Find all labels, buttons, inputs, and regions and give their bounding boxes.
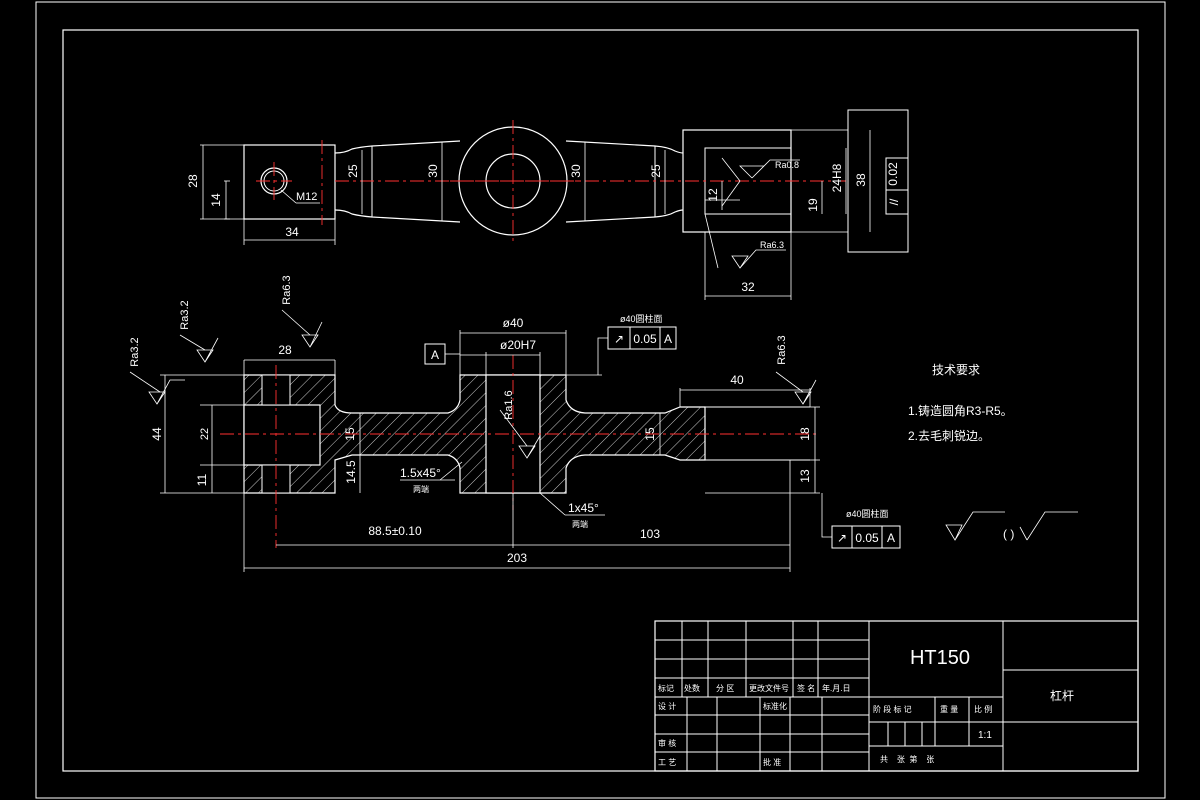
- tb-weight: 重 量: [940, 704, 958, 714]
- runout-symbol-top: ↗: [614, 332, 624, 346]
- roughness-ra6.3-top: Ra6.3: [760, 240, 784, 250]
- inner-frame: [62, 29, 1139, 772]
- dim-18: 18: [798, 427, 812, 441]
- tb-material: HT150: [910, 647, 970, 669]
- roughness-ra1.6: Ra1.6: [503, 390, 515, 419]
- section-view: 28 ø40 ø20H7 A ↗ 0.05 A ø40圆柱面 44 22 11: [129, 275, 901, 572]
- tb-part-name: 杠杆: [1050, 688, 1074, 703]
- dim-44: 44: [150, 427, 164, 441]
- dim-40-right: 40: [730, 373, 744, 387]
- chamfer-1.5: 1.5x45°: [400, 466, 441, 480]
- runout-label-bottom: ø40圆柱面: [846, 508, 889, 519]
- dim-d40: ø40: [503, 316, 524, 330]
- runout-datum-top: A: [664, 332, 672, 346]
- datum-a-label: A: [431, 348, 439, 362]
- notes-title: 技术要求: [932, 363, 980, 377]
- tb-check: 审 核: [658, 738, 676, 748]
- dim-24h8: 24H8: [830, 163, 844, 192]
- chamfer-note-1: 两端: [413, 484, 429, 494]
- parallel-tolerance-frame: [885, 157, 909, 215]
- dim-30-left: 30: [426, 164, 440, 178]
- tb-stage: 阶 段 标 记: [873, 704, 912, 714]
- tb-count: 处数: [684, 683, 700, 693]
- dim-15-right: 15: [643, 427, 657, 441]
- tb-date: 年.月.日: [822, 683, 850, 693]
- left-arm: [334, 140, 461, 223]
- dim-15-left: 15: [343, 427, 357, 441]
- roughness-ra0.8: Ra0.8: [775, 160, 799, 170]
- dim-28: 28: [186, 174, 200, 188]
- left-block: [243, 144, 336, 220]
- dim-25-right: 25: [649, 164, 663, 178]
- tb-change-doc: 更改文件号: [749, 683, 789, 693]
- dim-19: 19: [806, 198, 820, 212]
- note-1: 1.铸造圆角R3-R5。: [908, 403, 1013, 418]
- tb-sheets: 共 张 第 张: [880, 754, 934, 764]
- tb-standard: 标准化: [763, 701, 787, 711]
- outer-border: [35, 1, 1166, 799]
- tb-ratio: 比 例: [974, 704, 992, 714]
- other-surfaces-paren: ( ): [1003, 527, 1014, 541]
- title-block: 标记 处数 分 区 更改文件号 签 名 年.月.日 设 计 标准化 审 核 工 …: [654, 620, 1139, 772]
- dim-88.5: 88.5±0.10: [368, 524, 422, 538]
- chamfer-1: 1x45°: [568, 501, 599, 515]
- dim-203: 203: [507, 551, 527, 565]
- tb-signature: 签 名: [797, 683, 815, 693]
- runout-symbol-bottom: ↗: [837, 531, 847, 545]
- dim-34: 34: [285, 225, 299, 239]
- tb-design: 设 计: [658, 701, 676, 711]
- dim-13: 13: [798, 469, 812, 483]
- dim-d20h7: ø20H7: [500, 338, 536, 352]
- dim-25-left: 25: [346, 164, 360, 178]
- technical-requirements: 技术要求 1.铸造圆角R3-R5。 2.去毛刺锐边。 ( ): [908, 363, 1078, 541]
- roughness-ra3.2-top: Ra3.2: [179, 300, 191, 329]
- parallel-value: 0.02: [886, 162, 900, 186]
- roughness-ra3.2-left: Ra3.2: [129, 337, 141, 366]
- dim-22: 22: [199, 428, 211, 440]
- right-arm: [565, 140, 684, 223]
- runout-datum-bottom: A: [887, 531, 895, 545]
- top-view: 28 14 34 M12 25 30 30 25 12 19 24H8 38 3…: [186, 109, 909, 300]
- tb-approve: 批 准: [763, 757, 781, 767]
- dim-32: 32: [741, 280, 755, 294]
- note-2: 2.去毛刺锐边。: [908, 429, 990, 443]
- dim-11: 11: [195, 473, 209, 486]
- dim-m12: M12: [296, 191, 317, 203]
- tb-scale: 1:1: [978, 730, 992, 741]
- roughness-ra6.3-section: Ra6.3: [281, 275, 293, 304]
- tb-process: 工 艺: [658, 758, 676, 767]
- runout-value-top: 0.05: [633, 332, 657, 346]
- runout-value-bottom: 0.05: [855, 531, 879, 545]
- roughness-ra6.3-right: Ra6.3: [776, 335, 788, 364]
- dim-103: 103: [640, 527, 660, 541]
- parallel-symbol: //: [887, 198, 901, 205]
- dim-30-right: 30: [569, 164, 583, 178]
- dim-14: 14: [209, 193, 223, 207]
- dim-14.5: 14.5: [344, 460, 358, 484]
- dim-38: 38: [854, 173, 868, 187]
- chamfer-note-2: 两端: [572, 519, 588, 529]
- tb-zone: 分 区: [716, 684, 734, 693]
- dim-28-front: 28: [278, 343, 292, 357]
- tb-mark: 标记: [658, 683, 674, 693]
- dim-12: 12: [706, 188, 720, 202]
- runout-label-top: ø40圆柱面: [620, 313, 663, 324]
